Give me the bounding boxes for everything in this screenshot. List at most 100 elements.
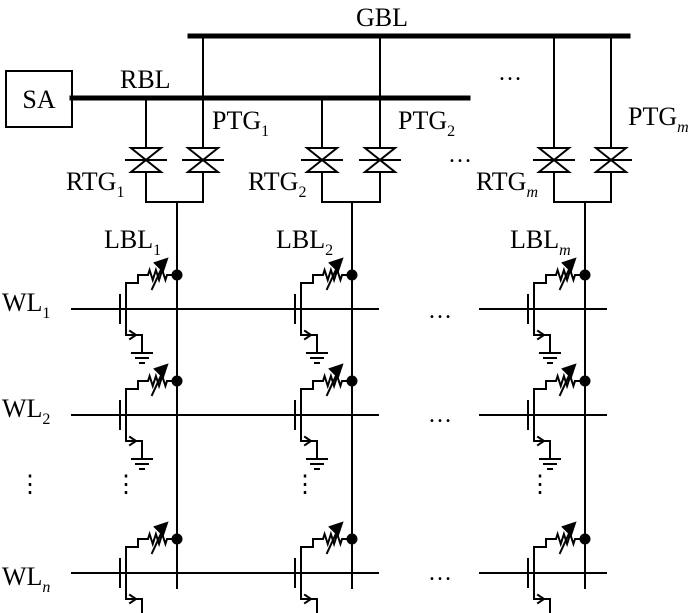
column-m-row-2-cell-arrow <box>536 435 546 447</box>
wl-1-label-main: WL <box>2 288 42 317</box>
ptg-1-label-main: PTG <box>212 106 261 135</box>
column-1-row-n-cell-node <box>171 533 183 545</box>
column-m-gate-join <box>553 181 612 203</box>
column-m-row-n-cell-var-head <box>561 521 577 537</box>
wl-n-label: WLn <box>2 562 50 596</box>
column-2-ptg-gate-tri-up <box>362 158 398 173</box>
lbl-1-label: LBL1 <box>104 225 161 259</box>
ptg-m-label-sub: m <box>677 119 689 136</box>
column-m-row-n-cell-node <box>579 533 591 545</box>
column-1-rtg-gate-tri-down <box>128 147 164 162</box>
column-2-row-1-cell-node <box>346 269 358 281</box>
lbl-2-label-sub: 2 <box>325 242 333 259</box>
column-1-row-1-cell-arrow <box>128 329 138 341</box>
ptg-2-label: PTG2 <box>398 106 455 140</box>
column-2-rtg-gate <box>301 137 343 183</box>
column-1-row-2-cell-source <box>125 430 143 460</box>
column-1-gate-join <box>145 181 204 203</box>
column-2-row-n-cell-var-head <box>328 521 344 537</box>
column-2-row-2-cell-source <box>300 430 318 460</box>
column-1-row-2-cell-var-head <box>153 363 169 379</box>
column-m-ptg-gate-tri-up <box>593 158 629 173</box>
column-m-row-2-cell-source <box>533 430 551 460</box>
column-1-row-2-cell-arrow <box>128 435 138 447</box>
column-2-rtg-gate-tri-down <box>304 147 340 162</box>
column-m-rtg-gate-tri-up <box>536 158 572 173</box>
lbl-m-label-main: LBL <box>510 225 559 254</box>
rtg-1-label-sub: 1 <box>116 184 124 201</box>
column-1-row-n-cell-var-head <box>153 521 169 537</box>
wl-1-label-sub: 1 <box>42 305 50 322</box>
column-2-rtg-gate-tri-up <box>304 158 340 173</box>
column-1-row-n-cell-source <box>125 588 143 613</box>
column-1-row-n-cell <box>119 521 183 613</box>
column-2-row-2-cell-drain <box>300 380 314 400</box>
rtg-2-label: RTG2 <box>248 167 306 201</box>
rtg-m-label: RTGm <box>476 167 538 201</box>
column-2-row-n-cell-source <box>300 588 318 613</box>
rtg-2-label-sub: 2 <box>298 184 306 201</box>
column-m-ptg-gate-tri-down <box>593 147 629 162</box>
rtg-m-label-sub: m <box>526 184 538 201</box>
column-2-row-2-cell <box>294 363 358 470</box>
column-1-ptg-gate <box>182 137 224 183</box>
column-2-row-2-cell-arrow <box>303 435 313 447</box>
vertical-ellipsis-4: ⋮ <box>528 472 552 498</box>
column-1-rtg-gate <box>125 137 167 183</box>
lbl-m-label-sub: m <box>559 242 571 259</box>
ellipsis-row-2: … <box>428 402 452 428</box>
gbl-label-main: GBL <box>356 3 408 32</box>
ptg-m-label: PTGm <box>628 102 689 136</box>
column-m-ptg-gate <box>590 137 632 183</box>
column-2-row-1-cell <box>294 257 358 364</box>
vertical-ellipsis-1: ⋮ <box>18 472 42 498</box>
lbl-1-label-main: LBL <box>104 225 153 254</box>
column-m-rtg-gate-tri-down <box>536 147 572 162</box>
column-m-row-1-cell-var-head <box>561 257 577 273</box>
vertical-ellipsis-3: ⋮ <box>293 472 317 498</box>
column-1-row-1-cell <box>119 257 183 364</box>
ellipsis-gbl: … <box>498 60 522 86</box>
column-m-row-2-cell-drain <box>533 380 547 400</box>
column-m-row-1-cell-arrow <box>536 329 546 341</box>
wl-n-label-sub: n <box>42 579 50 596</box>
wl-n-label-main: WL <box>2 562 42 591</box>
lbl-2-label-main: LBL <box>276 225 325 254</box>
wl-2-label-main: WL <box>2 394 42 423</box>
wl-1-label: WL1 <box>2 288 50 322</box>
column-1-row-n-cell-arrow <box>128 593 138 605</box>
rtg-2-label-main: RTG <box>248 167 298 196</box>
column-1-ptg-gate-tri-up <box>185 158 221 173</box>
column-2-row-1-cell-drain <box>300 274 314 294</box>
wl-2-label-sub: 2 <box>42 411 50 428</box>
lbl-1-label-sub: 1 <box>153 242 161 259</box>
column-m-row-1-cell-node <box>579 269 591 281</box>
column-1-row-1-cell-var-head <box>153 257 169 273</box>
column-2-row-n-cell-node <box>346 533 358 545</box>
ptg-m-label-main: PTG <box>628 102 677 131</box>
column-2-gate-join <box>321 181 381 203</box>
column-m-row-2-cell-var-head <box>561 363 577 379</box>
wires <box>5 33 632 613</box>
column-2-row-2-cell-node <box>346 375 358 387</box>
column-2-row-n-cell <box>294 521 358 613</box>
column-m-row-n-cell-arrow <box>536 593 546 605</box>
wl-2-label: WL2 <box>2 394 50 428</box>
rtg-m-label-main: RTG <box>476 167 526 196</box>
column-m-row-2-cell <box>527 363 591 470</box>
column-1-ptg-gate-tri-down <box>185 147 221 162</box>
ellipsis-row-1: … <box>428 298 452 324</box>
column-m-row-1-cell-drain <box>533 274 547 294</box>
ellipsis-row-n: … <box>428 560 452 586</box>
rbl-label: RBL <box>120 65 171 94</box>
column-1-row-n-cell-drain <box>125 538 139 558</box>
rtg-1-label: RTG1 <box>66 167 124 201</box>
column-m-row-1-cell <box>527 257 591 364</box>
ptg-2-label-sub: 2 <box>447 123 455 140</box>
column-1-row-2-cell <box>119 363 183 470</box>
rtg-1-label-main: RTG <box>66 167 116 196</box>
gbl-label: GBL <box>356 3 408 32</box>
vertical-ellipsis-2: ⋮ <box>114 472 138 498</box>
column-1-row-2-cell-node <box>171 375 183 387</box>
